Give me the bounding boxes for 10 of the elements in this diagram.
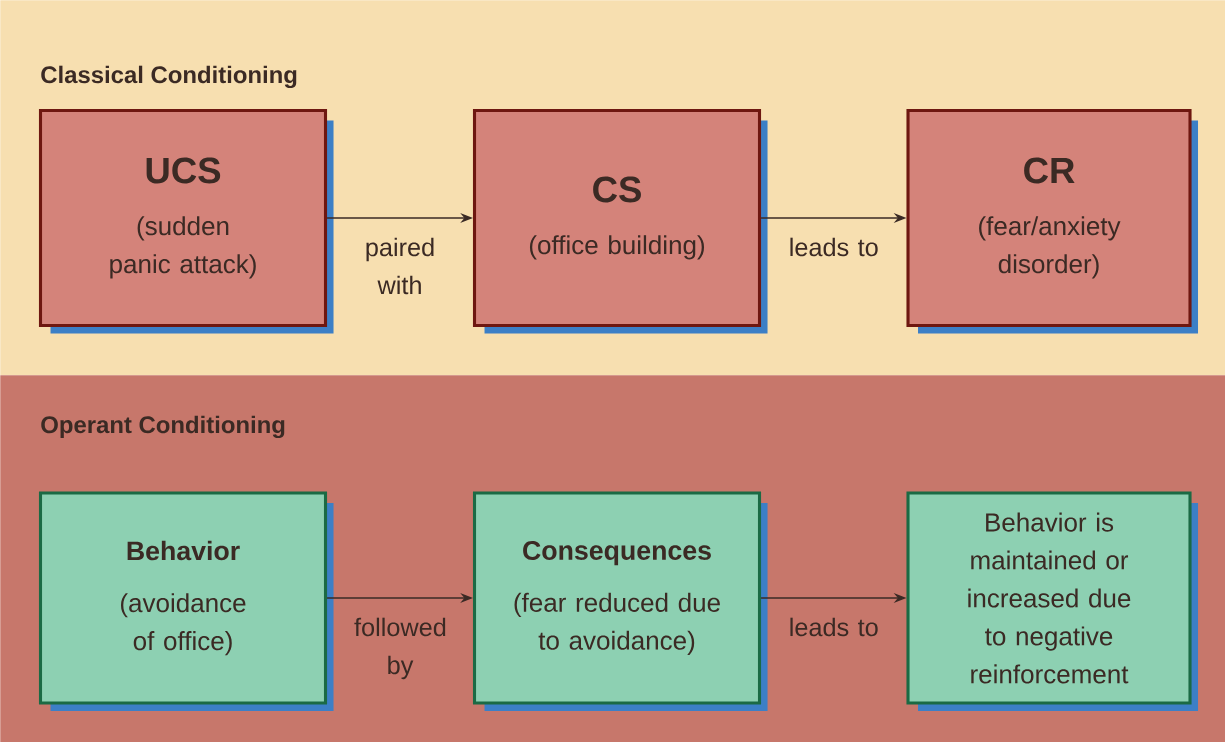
edge-label: followed by: [354, 617, 446, 680]
process-box: CS (office building): [472, 108, 768, 334]
edge-label: leads to: [790, 237, 878, 257]
process-box: CR (fear/anxiety disorder): [906, 108, 1198, 334]
process-box: Behavior is maintained or increased due to negative reinforcement: [906, 491, 1198, 711]
process-box: Behavior (avoidance of office): [38, 491, 334, 711]
process-box: Consequences (fear reduced due to avoidance): [472, 491, 768, 711]
edge-label: paired with: [366, 237, 434, 295]
edge-label: leads to: [790, 617, 878, 637]
process-box: UCS (sudden panic attack): [38, 108, 334, 334]
